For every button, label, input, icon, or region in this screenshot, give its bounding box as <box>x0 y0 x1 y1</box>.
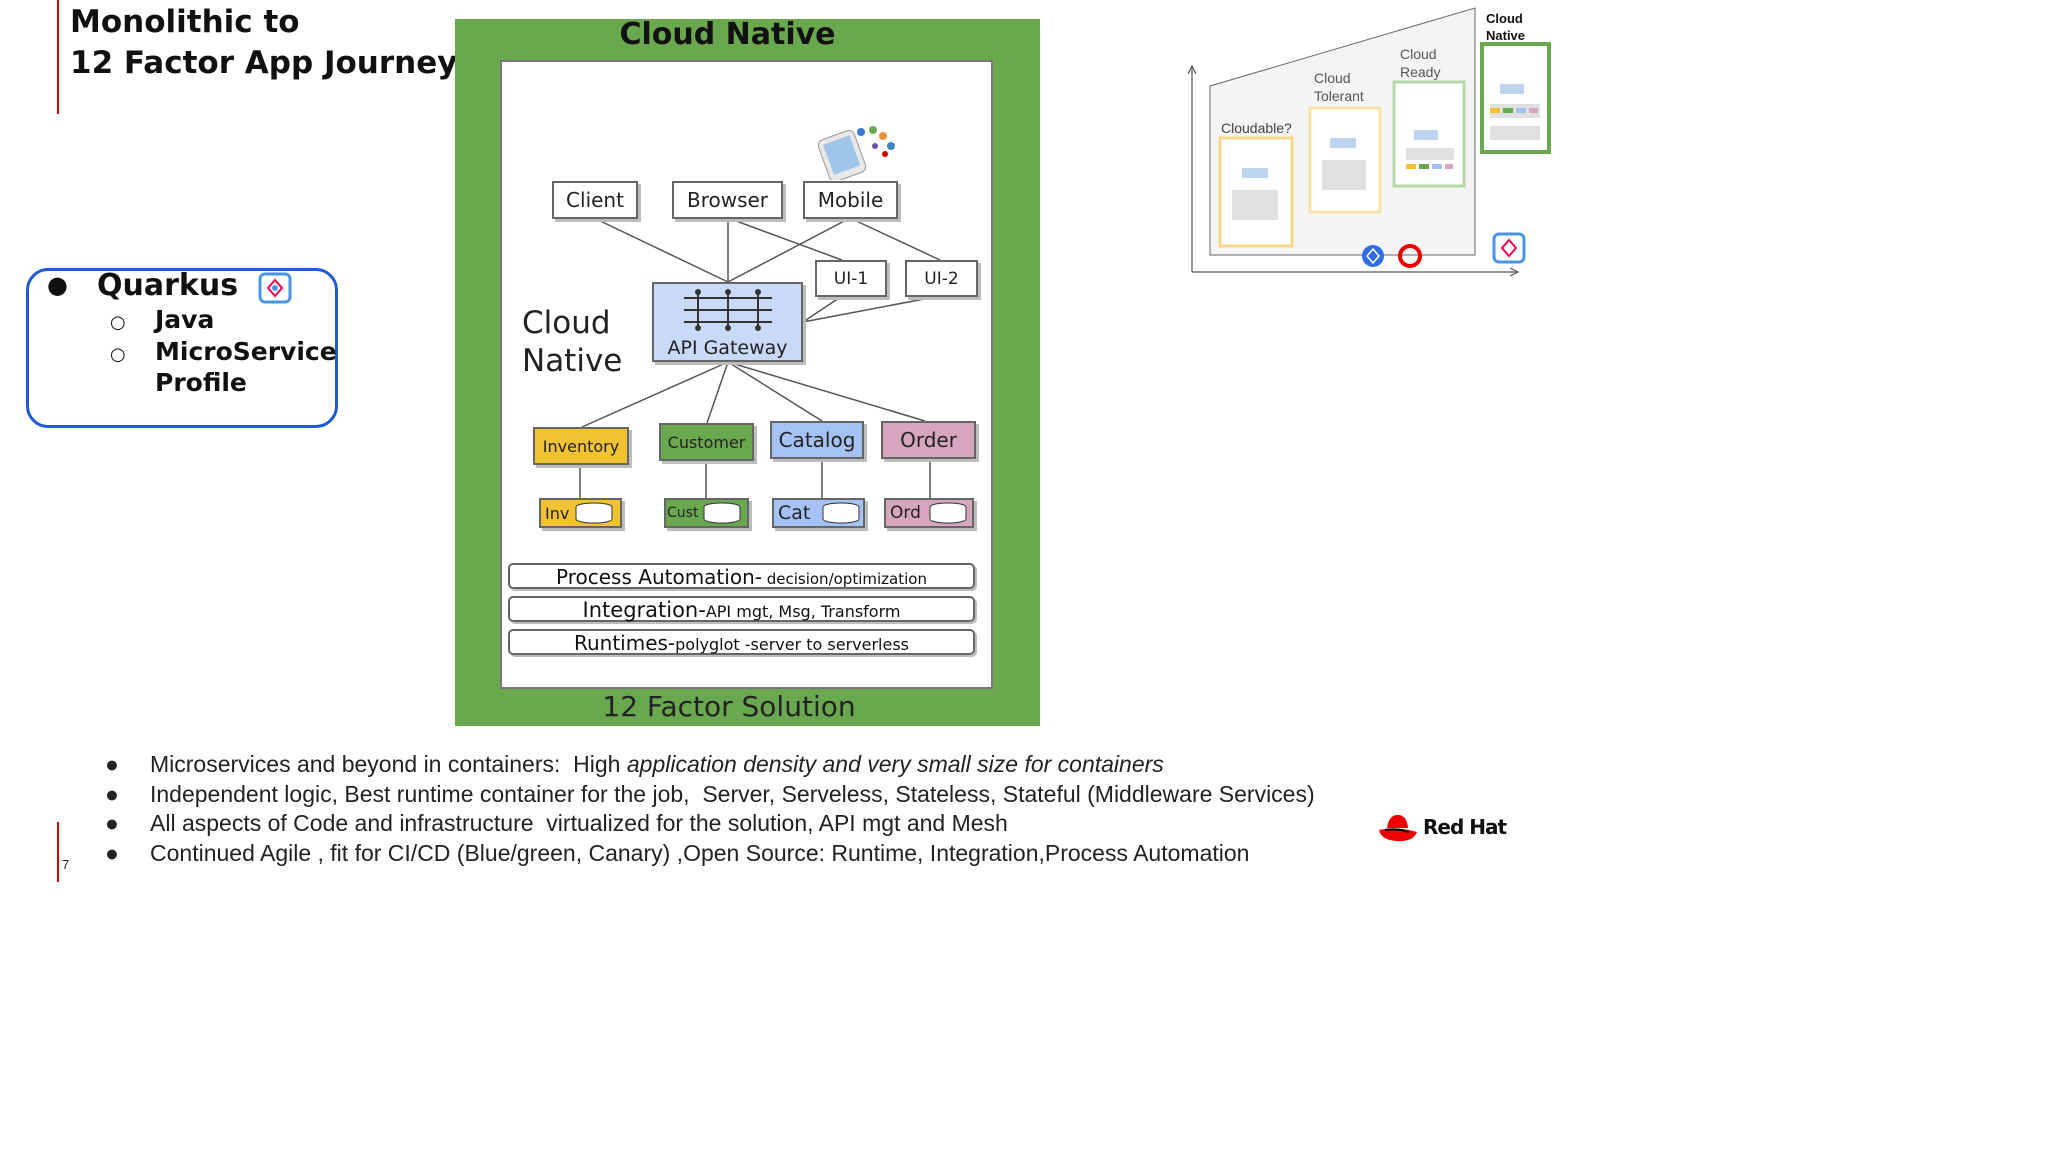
diagram-header: Cloud Native <box>619 17 836 52</box>
side-label-line-2: Native <box>522 343 623 379</box>
journey-graphic <box>1187 7 1551 277</box>
connector-lines <box>579 217 941 498</box>
bullet-text: Continued Agile , fit for CI/CD (Blue/gr… <box>150 839 1250 866</box>
bullet-text: Microservices and beyond in containers: … <box>150 751 627 777</box>
order-service-box: Order <box>881 421 976 459</box>
bullet-text: All aspects of Code and infrastructure v… <box>150 810 1008 836</box>
gateway-icon <box>682 288 774 332</box>
browser-box: Browser <box>672 181 783 219</box>
band-main: Runtimes- <box>573 631 676 655</box>
database-icon <box>822 502 860 524</box>
band-main: Process Automation- <box>556 565 762 589</box>
cust-db-box: Cust <box>664 498 749 528</box>
mobile-box: Mobile <box>803 181 898 219</box>
cat-db-label: Cat <box>778 502 811 524</box>
quarkus-icon <box>258 272 292 304</box>
stage-cloud-tolerant: Cloud Tolerant <box>1314 69 1374 105</box>
accent-bar-bottom <box>57 822 59 882</box>
band-detail: decision/optimization <box>761 570 927 588</box>
client-box: Client <box>552 181 638 219</box>
cat-db-box: Cat <box>772 498 865 528</box>
quarkus-callout <box>26 268 338 428</box>
customer-service-box: Customer <box>659 423 754 461</box>
title-line-2: 12 Factor App Journey <box>70 45 458 81</box>
integration-band: Integration- API mgt, Msg, Transform <box>508 596 975 622</box>
bullet-item: ●Microservices and beyond in containers:… <box>105 750 1315 780</box>
bullet-item: ●Independent logic, Best runtime contain… <box>105 780 1315 810</box>
database-icon <box>929 502 967 524</box>
stage-cloud-native: Cloud Native <box>1486 10 1544 44</box>
quarkus-item-microservice: MicroService <box>155 337 337 366</box>
stage-cloud-ready: Cloud Ready <box>1400 45 1452 81</box>
red-hat-icon <box>1379 814 1417 842</box>
sub-bullet-1: ○ <box>110 312 126 333</box>
cloud-native-side-label: Cloud Native <box>522 304 622 380</box>
key-points-list: ●Microservices and beyond in containers:… <box>105 750 1315 868</box>
ui-2-box: UI-2 <box>905 260 978 297</box>
stage-cloud-native-label: Cloud Native <box>1486 11 1526 43</box>
database-icon <box>575 502 613 524</box>
stage-cloud-ready-label: Cloud Ready <box>1400 46 1441 80</box>
diagram-footer: 12 Factor Solution <box>602 690 856 723</box>
page-number: 7 <box>62 857 70 872</box>
bullet-italic-text: application density and very small size … <box>626 751 1164 777</box>
ord-db-label: Ord <box>890 503 921 523</box>
sub-bullet-2: ○ <box>110 344 126 365</box>
bullet-item: ●Continued Agile , fit for CI/CD (Blue/g… <box>105 839 1315 869</box>
band-detail: polyglot -server to serverless <box>675 635 910 654</box>
mobile-phone-graphic <box>815 124 899 182</box>
runtimes-band: Runtimes- polyglot -server to serverless <box>508 629 975 655</box>
title-line-1: Monolithic to <box>70 4 300 40</box>
quarkus-bullet: ● <box>47 271 68 299</box>
ui-1-box: UI-1 <box>815 260 887 297</box>
process-automation-band: Process Automation- decision/optimizatio… <box>508 563 975 589</box>
quarkus-title: Quarkus <box>97 268 239 303</box>
quarkus-item-java: Java <box>155 305 215 334</box>
inv-db-label: Inv <box>545 503 570 523</box>
stage-cloudable: Cloudable? <box>1221 120 1292 136</box>
ord-db-box: Ord <box>884 498 974 528</box>
band-detail: API mgt, Msg, Transform <box>705 602 901 621</box>
red-hat-wordmark: Red Hat <box>1423 815 1507 839</box>
quarkus-item-profile: Profile <box>155 368 247 397</box>
inv-db-box: Inv <box>539 498 622 528</box>
side-label-line-1: Cloud <box>522 305 611 341</box>
bullet-text: Independent logic, Best runtime containe… <box>150 780 1315 807</box>
diagram-canvas <box>500 60 993 689</box>
band-main: Integration- <box>582 598 706 622</box>
slide-title: Monolithic to 12 Factor App Journey <box>70 2 457 84</box>
cust-db-label: Cust <box>667 505 699 521</box>
bullet-item: ●All aspects of Code and infrastructure … <box>105 809 1315 839</box>
database-icon <box>703 502 741 524</box>
red-hat-logo: Red Hat <box>1377 808 1507 846</box>
catalog-service-box: Catalog <box>770 421 864 459</box>
accent-bar-top <box>57 0 59 114</box>
api-gateway-label: API Gateway <box>667 337 788 359</box>
inventory-service-box: Inventory <box>533 427 629 465</box>
stage-cloud-tolerant-label: Cloud Tolerant <box>1314 70 1364 104</box>
